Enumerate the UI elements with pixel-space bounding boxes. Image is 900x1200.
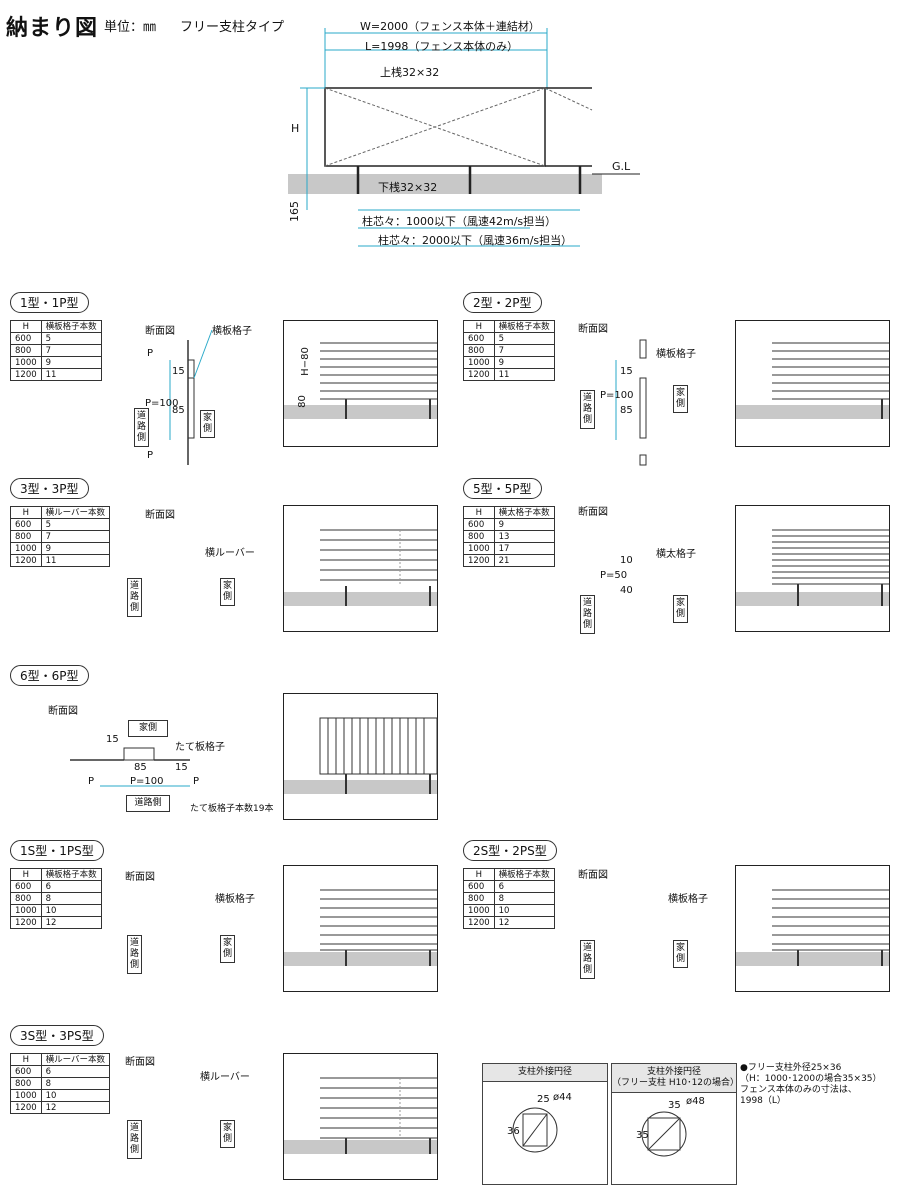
dim-15: 15 [172, 366, 185, 377]
dim-15: 15 [620, 366, 633, 377]
member-label-1s: 横板格子 [215, 894, 255, 905]
dim-85: 85 [172, 405, 185, 416]
road-side-6: 道路側 [126, 795, 170, 812]
post-a-width: 25 [537, 1094, 550, 1105]
section-label-6: 断面図 [48, 706, 78, 717]
post-note: ●フリー支柱外径25×36 （H：1000･1200の場合35×35） フェンス… [740, 1063, 882, 1106]
section-label-1s: 断面図 [125, 872, 155, 883]
road-side-1: 道路側 [134, 408, 149, 447]
type-2-panel [735, 320, 890, 447]
type-2-label: 2型・2P型 [463, 292, 542, 313]
type-3-panel [283, 505, 438, 632]
pitch-2000: 柱芯々：2000以下（風速36m/s担当） [378, 234, 573, 247]
dim-15: 15 [106, 734, 119, 745]
road-side-3: 道路側 [127, 578, 142, 617]
member-label-2: 横板格子 [656, 349, 696, 360]
dim-15: 15 [175, 762, 188, 773]
w-dimension: W=2000（フェンス本体＋連結材） [360, 20, 540, 33]
house-side-6: 家側 [128, 720, 168, 737]
type-5-panel [735, 505, 890, 632]
type-3s-label: 3S型・3PS型 [10, 1025, 104, 1046]
post-a-height: 36 [507, 1126, 520, 1137]
section-label-2s: 断面図 [578, 870, 608, 881]
section-label-3s: 断面図 [125, 1057, 155, 1068]
member-label-3: 横ルーバー [205, 548, 255, 559]
post-b-width: 35 [668, 1100, 681, 1111]
p50-label: P=50 [600, 570, 628, 581]
type-6-panel [283, 693, 438, 820]
type-6-label: 6型・6P型 [10, 665, 89, 686]
p100-label: P=100 [130, 776, 164, 787]
post-diagram-b: 支柱外接円径（フリー支柱 H10･12の場合） 35 35 ø48 [611, 1063, 739, 1185]
pitch-1000: 柱芯々：1000以下（風速42m/s担当） [362, 215, 557, 228]
member-label-1: 横板格子 [212, 326, 252, 337]
h-label: H [291, 122, 300, 135]
house-side-3: 家側 [220, 578, 235, 606]
page-title: 納まり図 [6, 16, 99, 41]
type-1s-label: 1S型・1PS型 [10, 840, 104, 861]
section-label-1: 断面図 [145, 326, 175, 337]
type-3s-panel [283, 1053, 438, 1180]
road-side-3s: 道路側 [127, 1120, 142, 1159]
type-2s-label: 2S型・2PS型 [463, 840, 557, 861]
member-label-3s: 横ルーバー [200, 1072, 250, 1083]
house-side-3s: 家側 [220, 1120, 235, 1148]
slat-count-6: たて板格子本数19本 [190, 804, 274, 814]
member-label-6: たて板格子 [175, 742, 225, 753]
road-side-2s: 道路側 [580, 940, 595, 979]
p100-label: P=100 [600, 390, 634, 401]
type-1-label: 1型・1P型 [10, 292, 89, 313]
p-label: P [88, 776, 95, 787]
dim-40: 40 [620, 585, 633, 596]
member-label-5: 横太格子 [656, 549, 696, 560]
unit-label: 単位：㎜ [104, 20, 157, 35]
road-side-5: 道路側 [580, 595, 595, 634]
p100-label: P=100 [145, 398, 179, 409]
house-side-5: 家側 [673, 595, 688, 623]
p-label: P [193, 776, 200, 787]
l-dimension: L=1998（フェンス本体のみ） [365, 40, 519, 53]
house-side-1: 家側 [200, 410, 215, 438]
road-side-2: 道路側 [580, 390, 595, 429]
bottom-rail-label: 下桟32×32 [378, 181, 438, 194]
dim-85: 85 [134, 762, 147, 773]
type-2s-panel [735, 865, 890, 992]
type-5-label: 5型・5P型 [463, 478, 542, 499]
post-b-diameter: ø48 [686, 1096, 705, 1107]
road-side-1s: 道路側 [127, 935, 142, 974]
dim-85: 85 [620, 405, 633, 416]
post-diagram-a: 支柱外接円径 25 36 ø44 [482, 1063, 608, 1185]
house-side-1s: 家側 [220, 935, 235, 963]
section-label-2: 断面図 [578, 324, 608, 335]
p-label: P [147, 450, 154, 461]
dim-10: 10 [620, 555, 633, 566]
post-a-diameter: ø44 [553, 1092, 572, 1103]
top-rail-label: 上桟32×32 [380, 66, 440, 79]
type-1-panel [283, 320, 438, 447]
member-label-2s: 横板格子 [668, 894, 708, 905]
gl-label: G.L [612, 160, 631, 173]
section-label-3: 断面図 [145, 510, 175, 521]
type-3-label: 3型・3P型 [10, 478, 89, 499]
type-1s-panel [283, 865, 438, 992]
fence-type-label: フリー支柱タイプ [180, 20, 285, 35]
p-label: P [147, 348, 154, 359]
house-side-2s: 家側 [673, 940, 688, 968]
house-side-2: 家側 [673, 385, 688, 413]
section-label-5: 断面図 [578, 507, 608, 518]
post-b-height: 35 [636, 1130, 649, 1141]
